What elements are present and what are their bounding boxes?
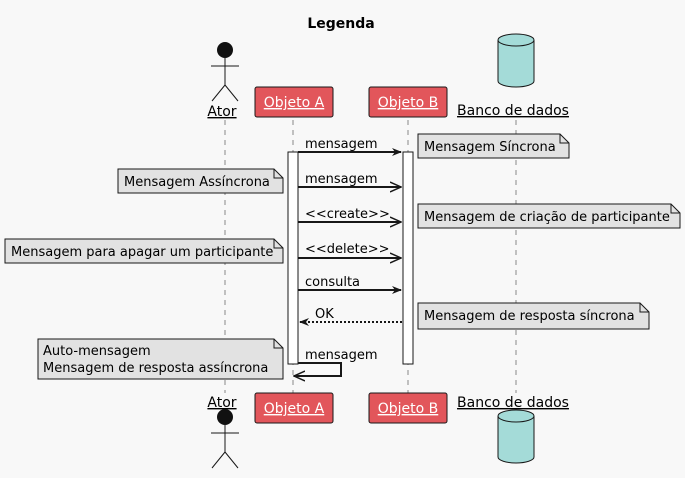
participant-objeto-a-bottom[interactable]: Objeto A [254,392,334,424]
note-text: Mensagem de resposta assíncrona [43,361,268,376]
message-sync-mensagem[interactable]: mensagem [298,137,402,156]
message-label: OK [315,307,334,322]
participant-label-ator: Ator [207,104,236,120]
participant-objeto-b-top[interactable]: Objeto B [368,86,448,118]
message-label: consulta [305,275,360,290]
message-async-mensagem[interactable]: mensagem [298,172,401,187]
actor-leg-left [211,84,226,102]
message-label: <<create>> [305,207,390,222]
message-self-mensagem[interactable]: mensagem [294,348,378,376]
actor-leg-left [211,451,226,469]
participant-label-objeto-a: Objeto A [264,401,325,417]
database-icon [497,33,535,88]
participant-objeto-a-top[interactable]: Objeto A [254,86,334,118]
participant-label-ator: Ator [207,395,236,411]
actor-leg-right [224,451,239,469]
message-reply-ok[interactable]: OK [299,307,402,326]
participant-box [368,86,448,118]
note-text: Mensagem Assíncrona [124,175,270,190]
message-label: mensagem [305,348,378,363]
participant-label-banco-de-dados: Banco de dados [457,103,569,119]
message-label: mensagem [305,137,378,152]
participant-objeto-b-bottom[interactable]: Objeto B [368,392,448,424]
activation-bar-objeto-a [287,151,299,365]
message-create[interactable]: <<create>> [298,207,401,222]
participant-label-objeto-a: Objeto A [264,95,325,111]
note-auto-mensagem: Auto-mensagem Mensagem de resposta assín… [37,338,284,380]
note-text: Mensagem de criação de participante [424,210,670,225]
message-label: <<delete>> [305,242,390,257]
participant-banco-de-dados-bottom[interactable]: Banco de dados [457,395,569,464]
note-text: Auto-mensagem [43,344,151,359]
note-resposta-sincrona: Mensagem de resposta síncrona [417,302,650,330]
note-text: Mensagem Síncrona [424,140,556,155]
message-label: mensagem [305,172,378,187]
participant-box [254,392,334,424]
note-apagar-participante: Mensagem para apagar um participante [4,238,284,264]
message-delete[interactable]: <<delete>> [298,242,401,258]
actor-head-icon [217,42,233,58]
activation-bar-objeto-b [402,151,414,365]
diagram-title: Legenda [307,16,374,32]
participant-ator-top[interactable]: Ator [207,42,239,120]
note-text: Mensagem de resposta síncrona [424,309,635,324]
participant-banco-de-dados-top[interactable]: Banco de dados [457,33,569,119]
participant-label-banco-de-dados: Banco de dados [457,395,569,411]
database-icon [497,409,535,464]
note-criacao-participante: Mensagem de criação de participante [417,203,681,229]
note-mensagem-sincrona: Mensagem Síncrona [417,133,570,159]
participant-ator-bottom[interactable]: Ator [207,395,239,469]
participant-box [368,392,448,424]
participant-label-objeto-b: Objeto B [378,401,439,417]
actor-leg-right [224,84,239,102]
participant-box [254,86,334,118]
note-text: Mensagem para apagar um participante [11,245,273,260]
note-mensagem-assincrona: Mensagem Assíncrona [117,168,284,194]
message-consulta[interactable]: consulta [298,275,402,294]
actor-head-icon [217,409,233,425]
message-arrow [294,362,342,376]
participant-label-objeto-b: Objeto B [378,95,439,111]
